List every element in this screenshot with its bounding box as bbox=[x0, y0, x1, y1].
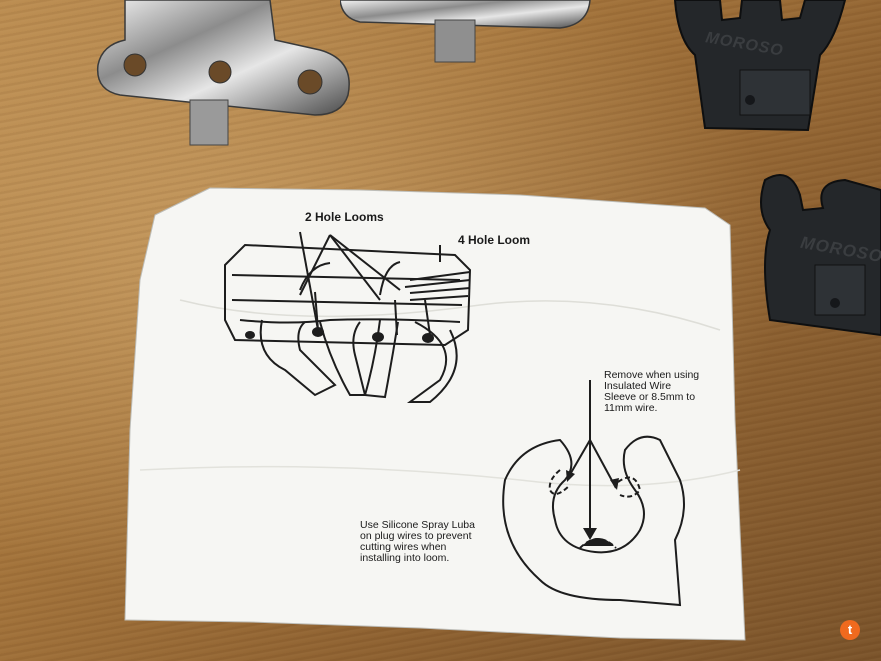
two-hole-label: 2 Hole Looms bbox=[305, 210, 384, 224]
watermark-badge: t bbox=[840, 620, 860, 640]
chrome-bracket-top bbox=[340, 0, 591, 63]
four-hole-label: 4 Hole Loom bbox=[458, 233, 531, 247]
engine-diagram bbox=[224, 231, 472, 403]
wire-loom-clip-right bbox=[760, 174, 881, 337]
wire-loom-clip-top bbox=[673, 0, 847, 132]
chrome-bracket-left bbox=[96, 0, 350, 146]
silicone-note: Use Silicone Spray Luba on plug wires to… bbox=[360, 519, 475, 564]
remove-note: Remove when using Insulated Wire Sleeve … bbox=[604, 369, 700, 414]
